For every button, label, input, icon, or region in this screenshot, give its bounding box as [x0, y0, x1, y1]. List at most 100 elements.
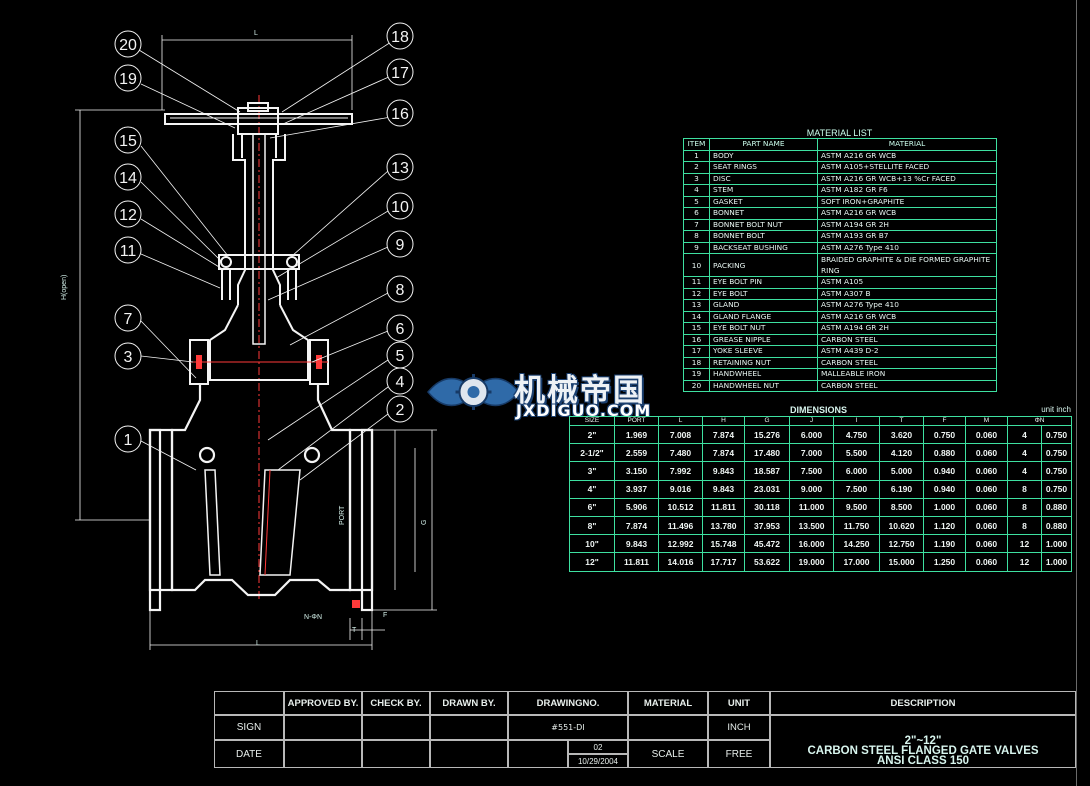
material-item-cell: 11	[683, 276, 710, 289]
balloon-label-20: 20	[119, 37, 137, 54]
material-part-cell: PACKING	[709, 253, 818, 277]
dimensions-cell: 13.500	[789, 515, 834, 536]
dimensions-header-cell: I	[833, 416, 880, 426]
tb-date-check	[362, 740, 430, 768]
dimensions-cell: 9.843	[614, 534, 659, 554]
dim-label-t: T	[352, 627, 357, 634]
material-value-cell: ASTM A216 GR WCB	[817, 149, 997, 162]
material-item-cell: 5	[683, 195, 710, 208]
dimensions-cell: 15.276	[744, 424, 790, 445]
material-part-cell: STEM	[709, 184, 818, 197]
leader-lines	[138, 41, 392, 481]
tb-unit-label: UNIT	[708, 691, 770, 715]
balloon-label-10: 10	[391, 199, 409, 216]
dimensions-cell: 1.190	[923, 534, 966, 554]
material-item-cell: 9	[683, 241, 710, 254]
balloon-14	[114, 163, 142, 191]
dimensions-cell: 0.060	[965, 479, 1008, 499]
dimension-lines	[75, 35, 437, 650]
dimensions-cell: 10.620	[879, 515, 924, 536]
material-value-cell: CARBON STEEL	[817, 379, 997, 392]
dimensions-cell: 0.750	[1040, 479, 1073, 499]
material-part-cell: SEAT RINGS	[709, 161, 818, 174]
dimensions-cell: 11.000	[789, 497, 834, 517]
balloon-11	[114, 236, 142, 264]
material-item-cell: 15	[683, 322, 710, 335]
dimensions-cell: 4.750	[833, 424, 880, 445]
dimensions-cell: 1.969	[614, 424, 659, 445]
tb-blank-2	[508, 740, 568, 768]
balloon-13	[386, 153, 414, 181]
dimensions-cell: 5.906	[614, 497, 659, 517]
dimensions-cell: 3.620	[879, 424, 924, 445]
material-part-cell: GLAND	[709, 299, 818, 312]
dimensions-cell: 5.000	[879, 461, 924, 481]
dim-label-g: G	[421, 519, 428, 525]
dimensions-cell: 2"	[569, 424, 615, 445]
tb-drawing-no: #551-DI	[508, 715, 628, 740]
material-part-cell: EYE BOLT PIN	[709, 276, 818, 289]
dimensions-cell: 45.472	[744, 534, 790, 554]
material-header-cell: ITEM	[683, 138, 710, 151]
dimensions-cell: 18.587	[744, 461, 790, 481]
material-part-cell: HANDWHEEL NUT	[709, 379, 818, 392]
tb-date-label: DATE	[214, 740, 284, 768]
tb-sign-drawn	[430, 715, 508, 740]
tb-scale-label: SCALE	[628, 740, 708, 768]
balloon-label-4: 4	[396, 374, 405, 391]
dimensions-cell: 8	[1007, 479, 1042, 499]
dimensions-cell: 0.940	[923, 461, 966, 481]
dimensions-cell: 4"	[569, 479, 615, 499]
material-item-cell: 12	[683, 287, 710, 300]
material-item-cell: 17	[683, 345, 710, 358]
material-item-cell: 1	[683, 149, 710, 162]
balloon-label-8: 8	[396, 282, 405, 299]
material-value-cell: CARBON STEEL	[817, 333, 997, 346]
material-part-cell: GASKET	[709, 195, 818, 208]
material-value-cell: ASTM A105	[817, 276, 997, 289]
tb-material-label: MATERIAL	[628, 691, 708, 715]
material-value-cell: MALLEABLE IRON	[817, 368, 997, 381]
balloon-12	[114, 200, 142, 228]
watermark: 机械帝国 JXDIGUO.COM	[426, 362, 696, 422]
dimensions-cell: 0.060	[965, 515, 1008, 536]
dimensions-cell: 8.500	[879, 497, 924, 517]
material-part-cell: GREASE NIPPLE	[709, 333, 818, 346]
balloon-label-1: 1	[124, 432, 133, 449]
tb-drawn-by: DRAWN BY.	[430, 691, 508, 715]
dimensions-cell: 7.480	[658, 443, 703, 463]
dimensions-cell: 0.060	[965, 534, 1008, 554]
material-value-cell: ASTM A276 Type 410	[817, 241, 997, 254]
dimensions-cell: 1.000	[1040, 534, 1073, 554]
balloon-label-11: 11	[120, 243, 137, 260]
watermark-chinese: 机械帝国	[514, 373, 646, 409]
balloon-1	[114, 425, 142, 453]
tb-date-value: 10/29/2004	[568, 754, 628, 768]
dimensions-cell: 7.874	[614, 515, 659, 536]
gear-wings-logo-icon	[427, 374, 520, 410]
dimensions-cell: 0.880	[1040, 515, 1073, 536]
dimensions-cell: 6"	[569, 497, 615, 517]
dimensions-cell: 7.500	[789, 461, 834, 481]
material-item-cell: 18	[683, 356, 710, 369]
balloon-20	[114, 30, 142, 58]
balloon-label-7: 7	[124, 311, 133, 328]
gland-flange	[218, 254, 300, 300]
dimensions-cell: 16.000	[789, 534, 834, 554]
dimensions-cell: 0.060	[965, 552, 1008, 572]
